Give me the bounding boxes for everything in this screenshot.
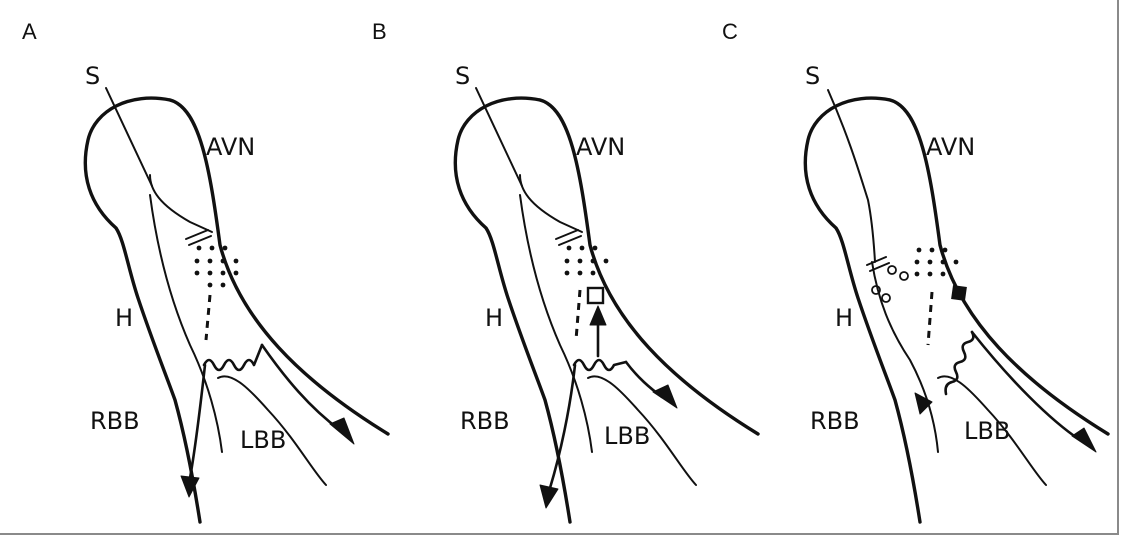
lbb-arrow-icon bbox=[653, 385, 677, 408]
rbb-conduction-line bbox=[190, 365, 205, 478]
label-avn: AVN bbox=[926, 133, 975, 161]
block-mark bbox=[186, 230, 211, 245]
dashed-pathway bbox=[206, 295, 210, 340]
label-rbb: RBB bbox=[90, 407, 140, 435]
refractory-dots bbox=[565, 246, 609, 276]
wavy-conduction bbox=[204, 345, 262, 370]
label-lbb: LBB bbox=[240, 426, 286, 454]
label-lbb: LBB bbox=[964, 417, 1010, 445]
s-inner-path bbox=[520, 175, 582, 232]
s-inner-path bbox=[150, 175, 212, 232]
label-avn: AVN bbox=[206, 133, 255, 161]
panel-c-diagram: S AVN H RBB LBB bbox=[720, 0, 1080, 537]
av-node-outline-left bbox=[805, 98, 920, 522]
refractory-dots bbox=[915, 248, 959, 277]
filled-square-icon bbox=[951, 285, 967, 301]
s-inner-path bbox=[828, 90, 875, 262]
label-h: H bbox=[485, 304, 503, 332]
open-square-icon bbox=[588, 288, 603, 303]
wavy-conduction bbox=[946, 332, 974, 394]
lbb-arrow-icon bbox=[330, 418, 354, 444]
panel-a-diagram: S AVN H RBB LBB bbox=[0, 0, 360, 537]
block-mark bbox=[867, 257, 889, 271]
up-arrow-icon bbox=[590, 306, 606, 325]
dashed-pathway bbox=[576, 290, 580, 340]
av-node-outline-right bbox=[890, 100, 1108, 434]
av-node-outline-left bbox=[85, 98, 200, 522]
his-bundle-inner-left bbox=[872, 262, 938, 452]
his-bundle-inner-left bbox=[520, 195, 592, 452]
label-h: H bbox=[835, 304, 853, 332]
his-bundle-inner-left bbox=[150, 195, 222, 452]
label-s: S bbox=[85, 62, 100, 90]
panel-b-diagram: S AVN H RBB LBB bbox=[370, 0, 730, 537]
label-lbb: LBB bbox=[604, 422, 650, 450]
block-mark bbox=[556, 230, 581, 245]
rbb-arrow-icon bbox=[540, 485, 558, 508]
av-node-outline-left bbox=[455, 98, 570, 522]
wavy-conduction bbox=[574, 360, 626, 370]
label-s: S bbox=[805, 62, 820, 90]
dashed-pathway bbox=[928, 292, 932, 345]
label-rbb: RBB bbox=[810, 407, 860, 435]
label-s: S bbox=[455, 62, 470, 90]
label-avn: AVN bbox=[576, 133, 625, 161]
label-h: H bbox=[115, 304, 133, 332]
label-rbb: RBB bbox=[460, 407, 510, 435]
